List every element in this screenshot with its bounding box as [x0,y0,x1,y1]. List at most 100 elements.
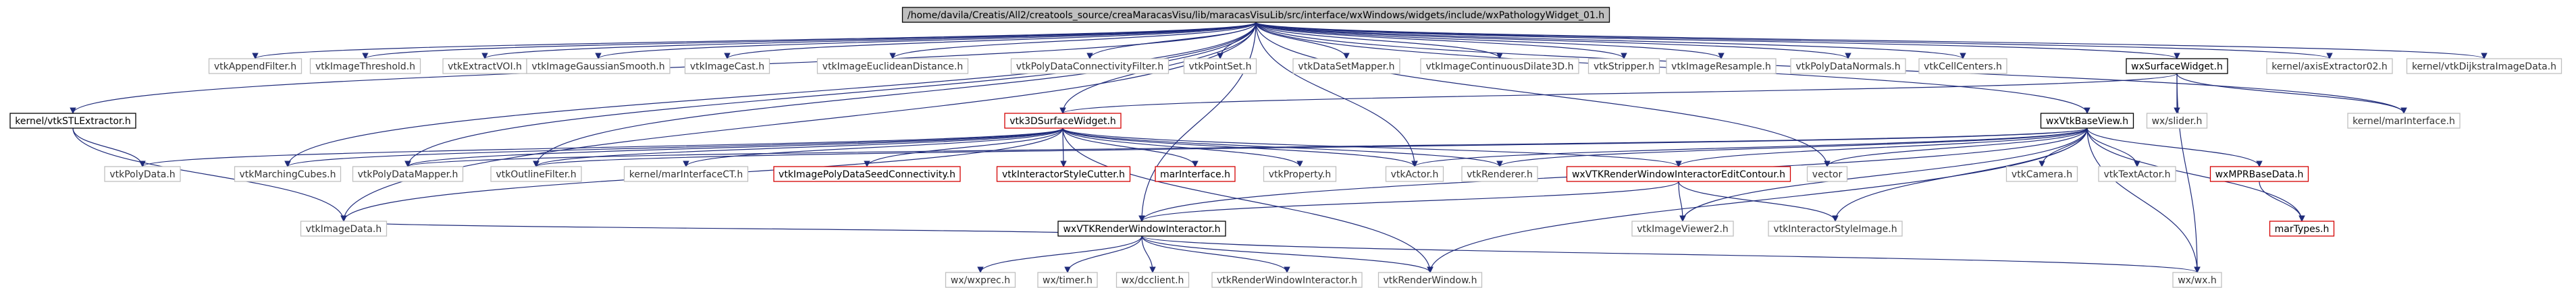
node-vtk-poly-data[interactable]: vtkPolyData.h [104,166,181,182]
edge-root-to-vtk-image-euclidean-distance [889,22,1257,59]
edge-root-to-vtk-marching-cubes [284,22,1257,167]
edge-wx-vtkrender-window-interactor-to-wxtimer [1064,235,1142,273]
node-vtk-image-data[interactable]: vtkImageData.h [300,221,388,237]
edge-vtk3-dsurface-widget-to-wx-vtkrender-window-interactor-edit-contour [1062,127,1682,167]
node-vtk-property[interactable]: vtkProperty.h [1263,166,1337,182]
node-vtk-cell-centers[interactable]: vtkCellCenters.h [1918,58,2007,74]
edge-root-to-vtk-image-gaussian-smooth [595,22,1257,59]
node-label: vtkInteractorStyleImage.h [1773,224,1897,235]
edge-root-to-vector [1255,22,1831,167]
edge-root-to-vtk-outline-filter [533,22,1257,167]
edge-wx-vtk-base-view-to-vtk-image-viewer2 [1679,127,2088,222]
node-vtk-stlextractor[interactable]: kernel/vtkSTLExtractor.h [9,113,136,129]
node-vtk-poly-data-mapper[interactable]: vtkPolyDataMapper.h [352,166,464,182]
node-wx-vtk-base-view[interactable]: wxVtkBaseView.h [2040,113,2134,129]
edge-wx-vtk-base-view-to-vtk-outline-filter [533,127,2088,167]
edge-wx-vtkrender-window-interactor-to-wxwxprec [977,235,1142,273]
node-label: kernel/vtkSTLExtractor.h [15,116,130,127]
node-wx-surface-widget[interactable]: wxSurfaceWidget.h [2126,58,2228,74]
node-vtk-dijkstra-image-data[interactable]: kernel/vtkDijkstraImageData.h [2406,58,2562,74]
node-label: vtkCamera.h [2012,169,2072,180]
node-vtk-actor[interactable]: vtkActor.h [1385,166,1444,182]
node-vtk-text-actor[interactable]: vtkTextActor.h [2098,166,2176,182]
node-vtk-data-set-mapper[interactable]: vtkDataSetMapper.h [1292,58,1400,74]
node-box [1377,272,1483,288]
node-box [623,166,749,182]
edge-wx-vtkrender-window-interactor-to-wxdcclient [1141,235,1156,273]
node-vtk-image-poly-data-seed-connectivity[interactable]: vtkImagePolyDataSeedConnectivity.h [773,166,961,182]
node-label: wx/wx.h [2178,275,2217,286]
edge-root-to-vtk-image-resample [1255,22,1725,59]
node-box [996,166,1131,182]
nodes: /home/davila/Creatis/All2/creatools_sour… [9,7,2562,288]
edge-root-to-vtk-append-filter [252,22,1257,59]
node-label: wxSurfaceWidget.h [2131,61,2223,72]
node-wx-mprbase-data[interactable]: wxMPRBaseData.h [2209,166,2309,182]
node-wxdcclient[interactable]: wx/dcclient.h [1115,272,1190,288]
node-axis-extractor02[interactable]: kernel/axisExtractor02.h [2266,58,2393,74]
node-label: wxVtkBaseView.h [2046,116,2128,127]
edge-root-to-vtk-data-set-mapper [1255,22,1350,59]
node-wx-vtkrender-window-interactor[interactable]: wxVTKRenderWindowInteractor.h [1057,221,1226,237]
node-mar-interface-h[interactable]: marInterface.h [1155,166,1236,182]
node-label: vtkImageGaussianSmooth.h [531,61,664,72]
node-vtk-interactor-style-image[interactable]: vtkInteractorStyleImage.h [1768,221,1903,237]
node-label: vtkImageResample.h [1671,61,1771,72]
node-box [2040,113,2134,129]
node-wx-vtkrender-window-interactor-edit-contour[interactable]: wxVTKRenderWindowInteractorEditContour.h [1566,166,1791,182]
node-vtk-image-continuous-dilate3-d[interactable]: vtkImageContinuousDilate3D.h [1420,58,1579,74]
node-vtk-image-viewer2[interactable]: vtkImageViewer2.h [1631,221,1734,237]
node-vtk-render-window-interactor[interactable]: vtkRenderWindowInteractor.h [1211,272,1363,288]
node-mar-types[interactable]: marTypes.h [2269,221,2335,237]
node-label: vtkImageThreshold.h [315,61,415,72]
node-box [1566,166,1791,182]
node-mar-interface[interactable]: kernel/marInterface.h [2347,113,2461,129]
node-label: vtkPolyData.h [109,169,175,180]
node-label: vtkOutlineFilter.h [496,169,576,180]
edge-wx-vtk-base-view-to-vtk-render-window [1427,127,2088,273]
node-vtk-image-euclidean-distance[interactable]: vtkImageEuclideanDistance.h [816,58,969,74]
node-box [1292,58,1400,74]
edge-wx-vtk-base-view-to-wx-vtkrender-window-interactor-edit-contour [1675,127,2088,167]
node-vtk-extract-voi[interactable]: vtkExtractVOI.h [442,58,527,74]
node-vtk-render-window[interactable]: vtkRenderWindow.h [1377,272,1483,288]
node-label: vtkImageEuclideanDistance.h [822,61,963,72]
node-vtk-point-set[interactable]: vtkPointSet.h [1183,58,1257,74]
node-label: vtkImageCast.h [690,61,764,72]
node-box [2126,58,2228,74]
node-vtk-image-threshold[interactable]: vtkImageThreshold.h [309,58,421,74]
node-vtk-interactor-style-cutter[interactable]: vtkInteractorStyleCutter.h [996,166,1131,182]
node-vtk3-dsurface-widget[interactable]: vtk3DSurfaceWidget.h [1004,113,1122,129]
node-box [1057,221,1226,237]
node-root[interactable]: /home/davila/Creatis/All2/creatools_sour… [901,7,1610,23]
node-wxwxprec[interactable]: wx/wxprec.h [945,272,1016,288]
node-vtk-outline-filter[interactable]: vtkOutlineFilter.h [490,166,582,182]
node-vtk-append-filter[interactable]: vtkAppendFilter.h [208,58,303,74]
node-box [2266,58,2393,74]
node-vtk-marching-cubes[interactable]: vtkMarchingCubes.h [234,166,342,182]
node-vtk-image-gaussian-smooth[interactable]: vtkImageGaussianSmooth.h [526,58,671,74]
node-vtk-renderer[interactable]: vtkRenderer.h [1461,166,1538,182]
node-vtk-camera[interactable]: vtkCamera.h [2005,166,2078,182]
node-wxslider[interactable]: wx/slider.h [2146,113,2208,129]
node-box [2098,166,2176,182]
node-box [2172,272,2222,288]
edge-vtk3-dsurface-widget-to-vtk-marching-cubes [284,127,1063,167]
node-label: wx/timer.h [1043,275,1093,286]
node-box [1385,166,1444,182]
node-vector[interactable]: vector [1806,166,1848,182]
node-vtk-stripper[interactable]: vtkStripper.h [1587,58,1660,74]
node-vtk-poly-data-normals[interactable]: vtkPolyDataNormals.h [1790,58,1906,74]
node-vtk-image-cast[interactable]: vtkImageCast.h [684,58,770,74]
node-wxtimer[interactable]: wx/timer.h [1037,272,1098,288]
node-wxwx[interactable]: wx/wx.h [2172,272,2222,288]
node-label: vtkImageData.h [306,224,382,235]
node-vtk-poly-data-connectivity-filter[interactable]: vtkPolyDataConnectivityFilter.h [1010,58,1169,74]
edge-root-to-vtk-cell-centers [1255,22,1966,59]
node-box [901,7,1610,23]
edge-root-to-vtk-poly-data-mapper [404,22,1257,167]
node-vtk-image-resample[interactable]: vtkImageResample.h [1666,58,1777,74]
edge-wx-vtkrender-window-interactor-to-vtk-render-window [1141,235,1434,273]
edge-wx-surface-widget-to-vtk3-dsurface-widget [1059,73,2178,114]
node-mar-interface-ct[interactable]: kernel/marInterfaceCT.h [623,166,749,182]
